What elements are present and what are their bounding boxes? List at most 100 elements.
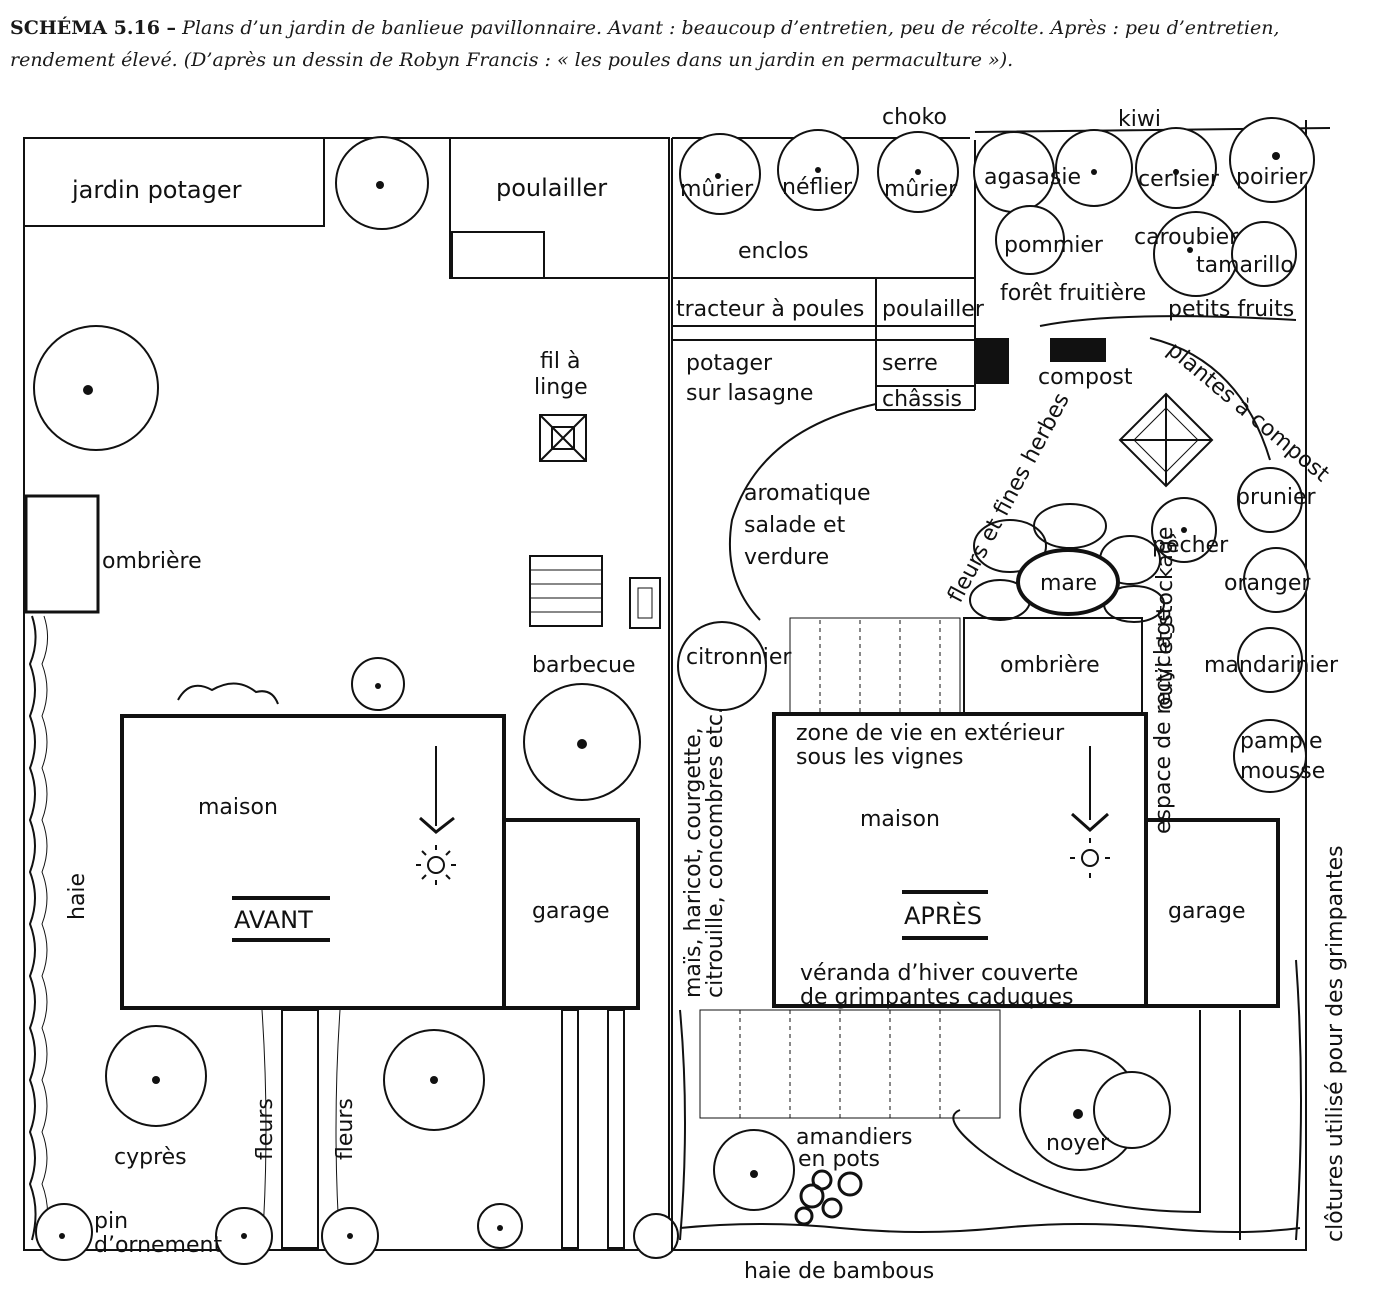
figure-caption: SCHÉMA 5.16 – Plans d’un jardin de banli…	[10, 12, 1370, 76]
label-fleurs-1: fleurs	[253, 1098, 278, 1160]
hedge-left-inner	[41, 615, 48, 1241]
barbecue-icon	[529, 555, 661, 629]
label-tamarillo: tamarillo	[1196, 253, 1294, 278]
label-en-pots: en pots	[798, 1147, 880, 1172]
apres-north-sun-icon	[1070, 746, 1110, 878]
avant-bush	[177, 682, 279, 705]
avant-jardin-potager-bed	[23, 137, 325, 227]
label-agasasie: agasasie	[984, 165, 1081, 190]
plan-avant	[23, 136, 679, 1265]
label-cerisier: cerisier	[1138, 167, 1220, 192]
avant-paths	[261, 1009, 625, 1249]
label-avant-title: AVANT	[234, 906, 313, 934]
label-poirier: poirier	[1236, 165, 1308, 190]
label-pommier: pommier	[1004, 233, 1104, 258]
label-sur-lasagne: sur lasagne	[686, 381, 813, 406]
label-caroubier: caroubier	[1134, 225, 1239, 250]
label-linge: linge	[534, 375, 588, 400]
avant-maison	[120, 714, 506, 1010]
label-mare: mare	[1040, 571, 1097, 596]
apres-drive-outer	[952, 1010, 1201, 1214]
label-aromatique: aromatique	[744, 481, 871, 506]
label-dornement: d’ornement	[94, 1233, 222, 1258]
compost-plants-curve	[1149, 337, 1271, 461]
clothesline-icon	[539, 414, 587, 462]
label-avant-garage: garage	[532, 899, 609, 924]
avant-poulailler-inner	[451, 231, 545, 279]
label-petits-fruits: petits fruits	[1168, 297, 1294, 322]
hedge-left	[28, 615, 37, 1241]
label-mais-2: citrouille, concombres etc.	[703, 707, 728, 998]
label-clotures: clôtures utilisé pour des grimpantes	[1323, 845, 1348, 1242]
label-haie: haie	[65, 873, 90, 920]
label-cypres: cyprès	[114, 1145, 187, 1170]
apres-boundary	[671, 120, 1307, 1251]
label-barbecue: barbecue	[532, 653, 636, 678]
vine-trellis	[789, 617, 961, 715]
label-verdure: verdure	[744, 545, 829, 570]
petits-fruits-row	[1039, 315, 1297, 327]
apres-garage	[1144, 818, 1280, 1008]
label-potager: potager	[686, 351, 773, 376]
label-amandiers: amandiers	[796, 1125, 912, 1150]
label-apres-poulailler: poulailler	[882, 297, 985, 322]
label-compost: compost	[1038, 365, 1133, 390]
compost-bin	[1050, 338, 1106, 362]
label-zone-vie-2: sous les vignes	[796, 745, 963, 770]
label-serre: serre	[882, 351, 938, 376]
label-mandarinier: mandarinier	[1204, 653, 1339, 678]
front-trellis	[699, 1009, 1001, 1119]
label-chassis: châssis	[882, 387, 962, 412]
label-avant-ombriere: ombrière	[102, 549, 202, 574]
label-veranda-2: de grimpantes caduques	[800, 985, 1073, 1010]
apres-left-hedge	[679, 1009, 686, 1241]
compass-icon	[1118, 392, 1214, 488]
apres-title-bars	[902, 890, 988, 940]
caption-lead: SCHÉMA 5.16 –	[10, 17, 177, 39]
label-foret: forêt fruitière	[1000, 281, 1146, 306]
label-salade-et: salade et	[744, 513, 846, 538]
label-veranda-1: véranda d’hiver couverte	[800, 961, 1078, 986]
label-pin: pin	[94, 1209, 128, 1234]
bamboo-hedge	[679, 1223, 1301, 1233]
label-espace-recyclage: espace de recyclage	[1151, 608, 1176, 834]
label-haie-bambous: haie de bambous	[744, 1259, 934, 1284]
label-fil-a: fil à	[540, 349, 580, 374]
label-outil-stockage: outil et stockage	[1153, 527, 1178, 710]
label-mousse: mousse	[1240, 759, 1325, 784]
avant-garage	[502, 818, 640, 1010]
label-oranger: oranger	[1224, 571, 1311, 596]
label-citronnier: citronnier	[686, 645, 792, 670]
label-jardin-potager: jardin potager	[71, 176, 242, 204]
apres-trees	[677, 117, 1315, 1211]
caption-text: Plans d’un jardin de banlieue pavillonna…	[10, 17, 1280, 71]
north-sun-icon	[416, 746, 456, 885]
avant-poulailler-box	[449, 137, 670, 279]
label-mais-1: maïs, haricot, courgette,	[681, 727, 706, 998]
label-fleurs-2: fleurs	[333, 1098, 358, 1160]
serre-bin	[975, 338, 1009, 384]
avant-trees	[33, 136, 679, 1265]
aromatic-bed-edge	[728, 403, 877, 621]
label-noyer: noyer	[1046, 1131, 1110, 1156]
label-kiwi: kiwi	[1118, 107, 1161, 132]
mare-pond	[1016, 548, 1120, 616]
label-murier-1: mûrier	[680, 177, 754, 202]
label-pample: pample	[1240, 729, 1323, 754]
label-apres-ombriere: ombrière	[1000, 653, 1100, 678]
label-choko: choko	[882, 105, 947, 130]
label-avant-maison: maison	[198, 795, 278, 820]
label-apres-garage: garage	[1168, 899, 1245, 924]
label-pecher: pêcher	[1152, 533, 1229, 558]
label-neflier: néflier	[782, 175, 853, 200]
label-zone-vie-1: zone de vie en extérieur	[796, 721, 1065, 746]
avant-ombriere-box	[24, 494, 100, 614]
label-apres-title: APRÈS	[904, 901, 982, 930]
label-tracteur: tracteur à poules	[676, 297, 864, 322]
label-avant-poulailler: poulailler	[496, 174, 607, 202]
apres-right-hedge	[1295, 959, 1302, 1241]
potted-almonds	[794, 1169, 863, 1226]
label-prunier: prunier	[1236, 485, 1317, 510]
label-murier-2: mûrier	[884, 177, 958, 202]
